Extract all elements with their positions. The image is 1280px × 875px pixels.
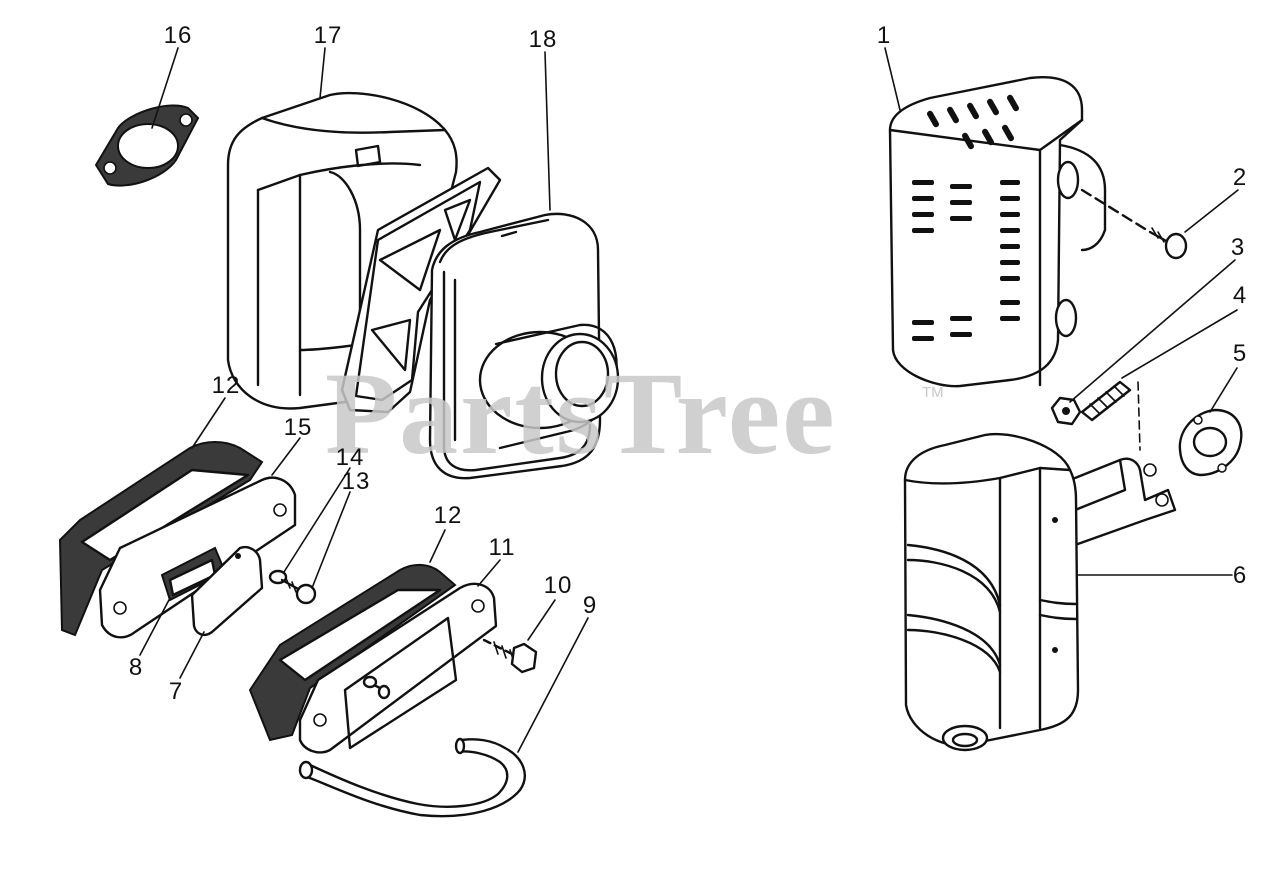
part-5-muffler-gasket bbox=[1178, 408, 1243, 477]
callout-6: 6 bbox=[1232, 562, 1248, 589]
part-7-cover bbox=[190, 546, 264, 637]
part-12-gasket-upper bbox=[58, 441, 264, 637]
part-12-gasket-lower bbox=[248, 564, 457, 742]
callout-13: 13 bbox=[341, 468, 371, 495]
part-11-breather-plate bbox=[298, 582, 498, 754]
part-18-retainer-frame bbox=[340, 166, 502, 414]
callout-3: 3 bbox=[1230, 234, 1246, 261]
leader-lines bbox=[139, 47, 1239, 753]
callout-7: 7 bbox=[168, 678, 184, 705]
trademark-mark: TM bbox=[922, 384, 944, 401]
callout-15: 15 bbox=[283, 414, 313, 441]
part-9-hose bbox=[298, 737, 526, 818]
part-18-filter-element bbox=[428, 212, 620, 480]
callout-9: 9 bbox=[582, 592, 598, 619]
callout-18: 18 bbox=[528, 26, 558, 53]
part-16-gasket bbox=[94, 104, 200, 187]
part-10-bolt bbox=[482, 638, 538, 674]
callout-8: 8 bbox=[128, 654, 144, 681]
part-4-stud bbox=[1080, 380, 1141, 451]
callout-11: 11 bbox=[488, 534, 516, 561]
callout-16: 16 bbox=[163, 22, 193, 49]
callout-1: 1 bbox=[876, 22, 892, 49]
callout-10: 10 bbox=[543, 572, 573, 599]
callout-5: 5 bbox=[1232, 340, 1248, 367]
part-3-nut bbox=[1050, 396, 1082, 426]
callout-14: 14 bbox=[335, 444, 365, 471]
callout-2: 2 bbox=[1232, 164, 1248, 191]
callout-4: 4 bbox=[1232, 282, 1248, 309]
part-6-muffler bbox=[903, 432, 1177, 752]
part-13-bolt bbox=[280, 577, 317, 605]
part-1-muffler-guard bbox=[888, 76, 1107, 388]
part-2-screw bbox=[1080, 188, 1188, 260]
callout-17: 17 bbox=[313, 22, 343, 49]
callout-12-lower: 12 bbox=[433, 502, 463, 529]
partstree-watermark: PartsTree bbox=[325, 348, 837, 479]
callout-12-upper: 12 bbox=[211, 372, 241, 399]
